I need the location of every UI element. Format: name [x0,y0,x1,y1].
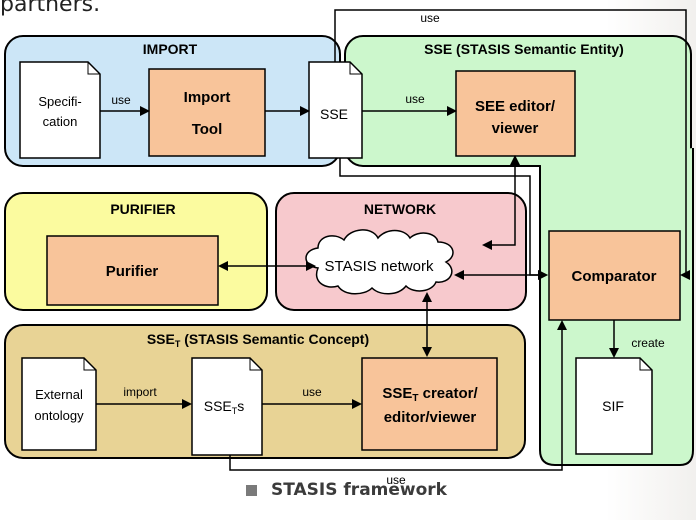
external-ontology-fold [83,358,96,371]
edge-see-editor-network [482,155,520,250]
sif-label: SIF [602,398,624,414]
see-editor-label-2: viewer [492,120,539,137]
sse-document-fold [349,62,362,75]
sif-document [575,357,653,455]
external-ontology-label-1: External [35,387,83,402]
import-tool-label-2: Tool [192,121,223,138]
edge-label-import: import [123,385,157,399]
see-editor-label-1: SEE editor/ [475,98,556,115]
caption-text: STASIS framework [271,480,447,500]
top-text-fragment: partners. [0,0,101,17]
sse-group-title: SSE (STASIS Semantic Entity) [424,41,624,57]
stasis-network-cloud [305,229,454,295]
sset-group-title: SSET (STASIS Semantic Concept) [147,331,369,349]
specification-fold [87,62,100,75]
edge-top-use [334,9,690,280]
edge-label-use-bottom: use [386,473,406,487]
specification-label-2: cation [43,114,78,129]
external-ontology-document [21,357,97,451]
edge-label-use-top: use [420,11,440,25]
import-tool-box [148,68,266,157]
sset-document-label: SSETs [204,398,245,416]
import-group-title: IMPORT [143,41,198,57]
comparator-label: Comparator [571,268,656,285]
sset-creator-label-1: SSET creator/ [382,385,478,404]
bullet-square-icon [246,484,257,496]
external-ontology-label-2: ontology [34,408,84,423]
network-group-title: NETWORK [364,201,436,217]
edge-label-create: create [631,336,665,350]
sif-document-fold [639,358,652,371]
figure-caption: STASIS framework [246,480,447,500]
sse-extension-fill [541,150,692,170]
purifier-label: Purifier [106,263,159,280]
see-editor-box [455,70,576,157]
sset-creator-box [361,357,498,451]
sset-creator-label-2: editor/viewer [384,409,477,426]
import-tool-label-1: Import [184,89,231,106]
comparator-box [548,230,681,321]
specification-document [19,61,101,159]
sset-document-fold [249,358,262,371]
edge-label-use-see: use [405,92,425,106]
edge-label-use-sset: use [302,385,322,399]
purifier-group-title: PURIFIER [110,201,175,217]
specification-label-1: Specifi- [38,94,81,109]
edge-label-use-import: use [111,93,131,107]
stasis-network-label: STASIS network [325,258,434,275]
sse-document [308,61,363,159]
edge-bottom-use [229,320,567,471]
sset-document [191,357,263,456]
sse-document-label: SSE [320,106,348,122]
